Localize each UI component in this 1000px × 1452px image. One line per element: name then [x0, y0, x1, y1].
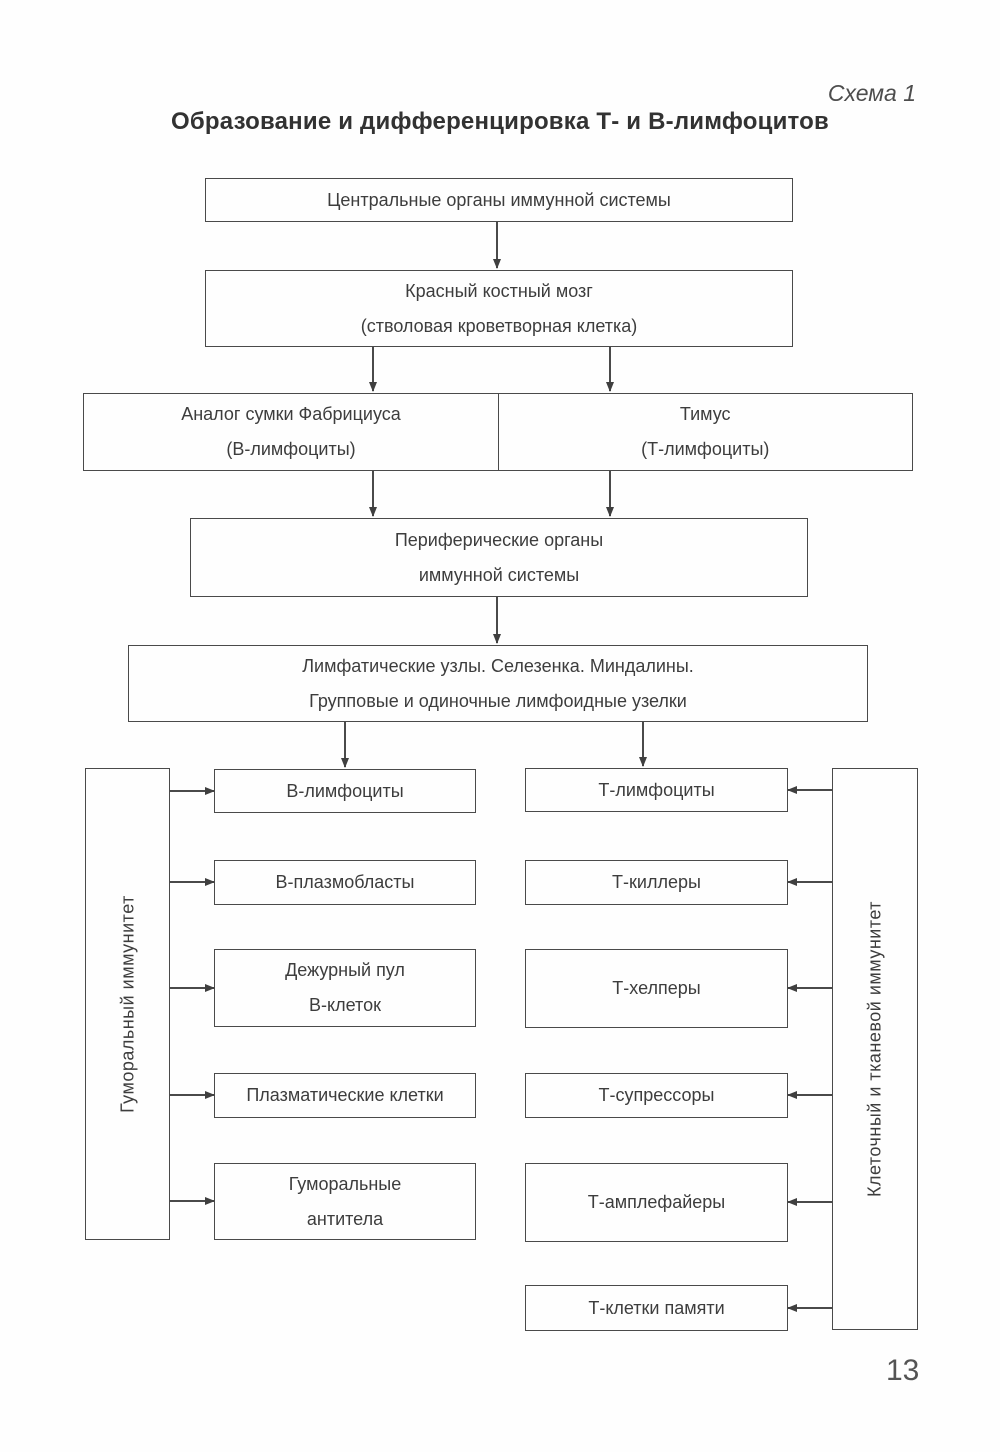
- node-humoral-antibodies-line1: Гуморальные: [288, 1173, 402, 1194]
- node-lymph-nodes-line2: Групповые и одиночные лимфоидные узелки: [309, 690, 687, 711]
- arrow-peripheral-to-lymph: [496, 597, 498, 643]
- node-bursa-analog-line2: (В-лимфоциты): [226, 439, 356, 459]
- arrow-humoral-to-plasma-cells: [170, 1094, 214, 1096]
- node-peripheral-organs-line1: Периферические органы: [394, 529, 604, 550]
- node-b-lymphocytes-text: В-лимфоциты: [286, 780, 404, 801]
- arrow-cellular-to-t-helpers: [788, 987, 832, 989]
- node-t-suppressors: Т-супрессоры: [525, 1073, 788, 1118]
- arrow-central-to-marrow: [496, 222, 498, 268]
- node-standby-pool: Дежурный пул В-клеток: [214, 949, 476, 1027]
- node-red-bone-marrow: Красный костный мозг (стволовая кроветво…: [205, 270, 793, 347]
- node-central-organs-text: Центральные органы иммунной системы: [327, 189, 671, 210]
- humoral-immunity-box: Гуморальный иммунитет: [85, 768, 170, 1240]
- arrow-lymph-to-b-lymphocytes: [344, 722, 346, 767]
- node-plasma-cells: Плазматические клетки: [214, 1073, 476, 1118]
- scheme-label: Схема 1: [827, 80, 916, 106]
- node-plasma-cells-text: Плазматические клетки: [246, 1085, 444, 1105]
- node-thymus-line2: (Т-лимфоциты): [641, 439, 770, 459]
- node-red-bone-marrow-line2: (стволовая кроветворная клетка): [360, 315, 638, 336]
- arrow-cellular-to-t-suppressors: [788, 1094, 832, 1096]
- node-b-plasmoblasts-text: В-плазмобласты: [275, 872, 415, 892]
- node-standby-pool-line1: Дежурный пул: [285, 960, 405, 980]
- arrow-cellular-to-t-memory: [788, 1307, 832, 1309]
- node-t-amplifiers-text: Т-амплефайеры: [587, 1192, 726, 1212]
- node-t-suppressors-text: Т-супрессоры: [598, 1085, 715, 1105]
- arrow-marrow-to-thymus: [609, 347, 611, 391]
- arrow-humoral-to-antibodies: [170, 1200, 214, 1202]
- node-bursa-analog: Аналог сумки Фабрициуса (В-лимфоциты): [83, 393, 499, 471]
- cellular-immunity-box: Клеточный и тканевой иммунитет: [832, 768, 918, 1330]
- arrow-humoral-to-b-plasmoblasts: [170, 881, 214, 883]
- node-t-killers-text: Т-киллеры: [612, 872, 701, 892]
- page-number: 13: [886, 1354, 920, 1387]
- arrow-humoral-to-standby-pool: [170, 987, 214, 989]
- node-t-helpers: Т-хелперы: [525, 949, 788, 1028]
- node-b-plasmoblasts: В-плазмобласты: [214, 860, 476, 905]
- node-peripheral-organs-line2: иммунной системы: [418, 564, 580, 585]
- arrow-lymph-to-t-lymphocytes: [642, 722, 644, 766]
- node-central-organs: Центральные органы иммунной системы: [205, 178, 793, 222]
- node-b-lymphocytes: В-лимфоциты: [214, 769, 476, 813]
- arrow-cellular-to-t-lymphocytes: [788, 789, 832, 791]
- page-title: Образование и дифференцировка Т- и В-лим…: [171, 108, 829, 135]
- node-humoral-antibodies-line2: антитела: [306, 1208, 384, 1229]
- node-t-lymphocytes: Т-лимфоциты: [525, 768, 788, 812]
- node-t-memory-cells-text: Т-клетки памяти: [588, 1297, 725, 1318]
- node-thymus: Тимус (Т-лимфоциты): [497, 393, 913, 471]
- node-lymph-nodes: Лимфатические узлы. Селезенка. Миндалины…: [128, 645, 868, 722]
- node-red-bone-marrow-line1: Красный костный мозг: [405, 280, 593, 301]
- node-t-amplifiers: Т-амплефайеры: [525, 1163, 788, 1242]
- node-thymus-line1: Тимус: [679, 404, 731, 424]
- node-standby-pool-line2: В-клеток: [309, 995, 381, 1015]
- humoral-immunity-label: Гуморальный иммунитет: [117, 895, 137, 1113]
- cellular-immunity-label: Клеточный и тканевой иммунитет: [864, 900, 885, 1198]
- arrow-humoral-to-b-lymphocytes: [170, 790, 214, 792]
- arrow-cellular-to-t-amplifiers: [788, 1201, 832, 1203]
- node-humoral-antibodies: Гуморальные антитела: [214, 1163, 476, 1240]
- node-t-memory-cells: Т-клетки памяти: [525, 1285, 788, 1331]
- node-t-killers: Т-киллеры: [525, 860, 788, 905]
- node-t-helpers-text: Т-хелперы: [612, 978, 701, 998]
- node-bursa-analog-line1: Аналог сумки Фабрициуса: [181, 404, 401, 424]
- arrow-bursa-to-peripheral: [372, 471, 374, 516]
- node-peripheral-organs: Периферические органы иммунной системы: [190, 518, 808, 597]
- arrow-marrow-to-bursa: [372, 347, 374, 391]
- node-lymph-nodes-line1: Лимфатические узлы. Селезенка. Миндалины…: [302, 655, 694, 676]
- arrow-thymus-to-peripheral: [609, 471, 611, 516]
- node-t-lymphocytes-text: Т-лимфоциты: [598, 779, 715, 800]
- arrow-cellular-to-t-killers: [788, 881, 832, 883]
